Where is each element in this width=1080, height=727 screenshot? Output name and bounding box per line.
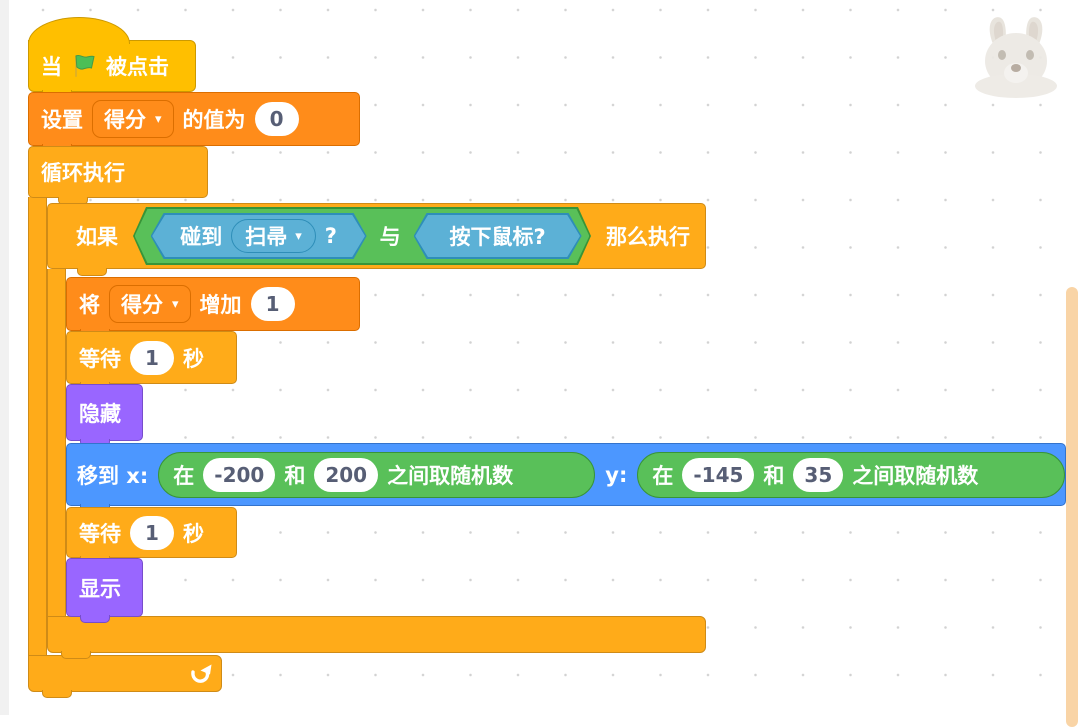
block-forever[interactable]: 循环执行 (28, 146, 208, 205)
random-max-input[interactable]: 200 (314, 457, 379, 492)
random-in-label: 在 (173, 463, 195, 488)
block-go-to-xy[interactable]: 移到 x: 在 -200 和 200 之间取随机数 y: 在 -145 和 35… (66, 443, 1066, 512)
random-min-input[interactable]: -200 (203, 457, 276, 492)
goto-x-label: 移到 x: (77, 463, 149, 488)
by-label: 增加 (199, 293, 242, 317)
block-wait[interactable]: 等待 1 秒 (66, 507, 237, 564)
touching-target-dropdown[interactable]: 扫帚 ▾ (231, 219, 316, 253)
random-x-block[interactable]: 在 -200 和 200 之间取随机数 (158, 451, 596, 498)
random-suffix-label: 之间取随机数 (852, 463, 979, 488)
change-value-input[interactable]: 1 (250, 287, 295, 321)
variable-name: 得分 (104, 108, 146, 132)
dropdown-caret-icon: ▾ (155, 111, 162, 127)
set-label: 设置 (41, 108, 83, 132)
then-label: 那么执行 (606, 225, 690, 249)
random-and-label: 和 (763, 463, 785, 488)
and-operator-label: 与 (379, 225, 401, 249)
variable-dropdown[interactable]: 得分 ▾ (109, 285, 191, 323)
wait-label: 等待 (79, 521, 121, 546)
random-min-input[interactable]: -145 (682, 457, 755, 492)
random-in-label: 在 (652, 463, 674, 488)
block-hide[interactable]: 隐藏 (66, 384, 143, 447)
condition-mouse-down[interactable]: 按下鼠标? (414, 213, 582, 259)
show-label: 显示 (79, 576, 121, 601)
seconds-label: 秒 (183, 521, 204, 546)
when-label: 当 (41, 55, 62, 79)
random-max-input[interactable]: 35 (793, 457, 844, 492)
condition-and-operator[interactable]: 碰到 扫帚 ▾ ? 与 按下鼠标? (133, 207, 591, 265)
wait-duration-input[interactable]: 1 (130, 340, 174, 375)
seconds-label: 秒 (183, 346, 204, 371)
clicked-label: 被点击 (106, 55, 169, 79)
if-arm (47, 269, 66, 617)
squirrel-image (975, 17, 1057, 98)
wait-duration-input[interactable]: 1 (130, 515, 174, 550)
forever-foot[interactable] (28, 655, 222, 698)
condition-touching[interactable]: 碰到 扫帚 ▾ ? (151, 213, 367, 259)
puzzle-tab (77, 268, 107, 276)
block-change-variable[interactable]: 将 得分 ▾ 增加 1 (66, 277, 360, 337)
variable-name: 得分 (121, 293, 163, 317)
change-label: 将 (79, 293, 100, 317)
loop-arrow-icon (191, 664, 212, 683)
wait-label: 等待 (79, 346, 121, 371)
random-suffix-label: 之间取随机数 (387, 463, 514, 488)
variable-value-input[interactable]: 0 (254, 102, 299, 136)
block-when-flag-clicked[interactable]: 当 被点击 (28, 40, 196, 98)
variable-dropdown[interactable]: 得分 ▾ (92, 100, 174, 138)
puzzle-tab (61, 651, 91, 659)
goto-y-label: y: (605, 462, 628, 487)
dropdown-caret-icon: ▾ (295, 228, 302, 244)
forever-label: 循环执行 (41, 161, 125, 185)
block-if-then[interactable]: 如果 碰到 扫帚 ▾ ? 与 按下鼠标? 那么执行 (47, 203, 706, 276)
block-show[interactable]: 显示 (66, 558, 143, 623)
random-y-block[interactable]: 在 -145 和 35 之间取随机数 (637, 451, 1066, 498)
block-set-variable[interactable]: 设置 得分 ▾ 的值为 0 (28, 92, 360, 152)
mouse-down-label: 按下鼠标? (449, 225, 546, 249)
to-label: 的值为 (182, 108, 246, 132)
touching-target: 扫帚 (245, 225, 288, 249)
if-foot[interactable] (47, 616, 706, 659)
touching-label: 碰到 (180, 225, 223, 249)
puzzle-tab (80, 615, 110, 623)
forever-arm (28, 197, 47, 656)
if-label: 如果 (76, 225, 118, 249)
puzzle-tab (42, 690, 72, 698)
dropdown-caret-icon: ▾ (172, 296, 179, 312)
random-and-label: 和 (284, 463, 306, 488)
hide-label: 隐藏 (79, 401, 121, 426)
block-wait[interactable]: 等待 1 秒 (66, 331, 237, 390)
green-flag-icon (75, 54, 95, 77)
touching-suffix: ? (324, 224, 337, 248)
workspace-left-edge (0, 0, 9, 715)
vertical-scrollbar[interactable] (1066, 287, 1078, 727)
